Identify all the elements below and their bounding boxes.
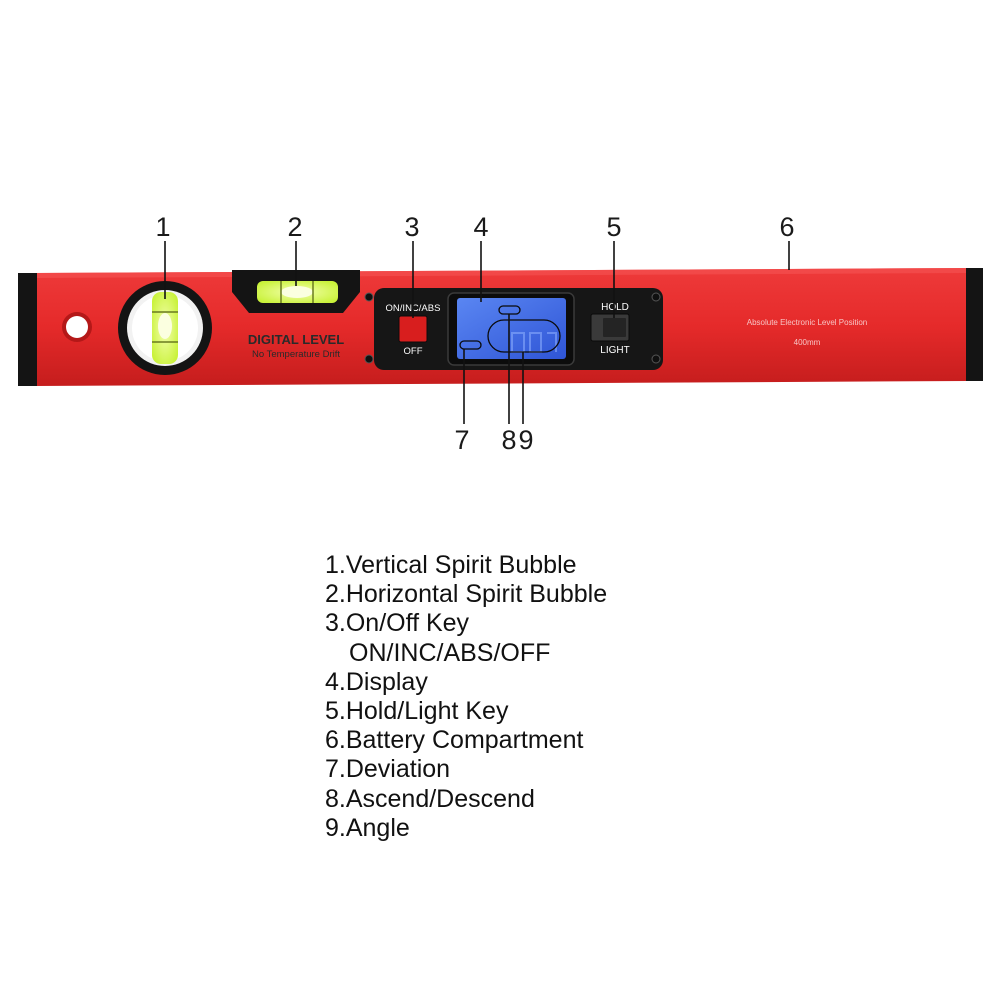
power-key-bottom-label: OFF [404, 346, 423, 357]
display-angle-indicator [487, 319, 561, 353]
right-end-cap [966, 268, 983, 381]
callout-numbers: 1 2 3 4 5 6 7 8 9 [155, 212, 794, 455]
callout-lines [164, 241, 790, 424]
lcd-display [447, 292, 575, 366]
level-side-text: Absolute Electronic Level Position [747, 318, 868, 327]
brand-sublabel: No Temperature Drift [252, 349, 340, 360]
callout-2: 2 [287, 212, 302, 242]
hold-key-inner [603, 318, 626, 337]
brand-label: DIGITAL LEVEL [248, 332, 344, 347]
legend-item-7: 7.Deviation [325, 755, 451, 784]
vertical-spirit-bubble [118, 281, 212, 375]
level-length-text: 400mm [794, 338, 821, 347]
display-deviation-indicator [459, 340, 482, 350]
legend-item-1: 1.Vertical Spirit Bubble [325, 551, 577, 579]
hold-key-bottom-label: LIGHT [600, 345, 629, 356]
legend-item-9: 9.Angle [325, 813, 410, 842]
callout-4: 4 [473, 212, 488, 242]
legend-item-4: 4.Display [325, 667, 428, 696]
callout-7: 7 [454, 425, 469, 455]
power-key-button[interactable] [398, 315, 428, 343]
hold-key-top-label: HOLD [601, 302, 629, 313]
callout-9: 9 [518, 425, 533, 455]
legend-item-6: 6.Battery Compartment [325, 726, 584, 755]
legend-item-3-detail: ON/INC/ABS/OFF [349, 638, 551, 667]
parts-legend: 1.Vertical Spirit Bubble 2.Horizontal Sp… [325, 551, 607, 843]
callout-5: 5 [606, 212, 621, 242]
legend-item-3: 3.On/Off Key [325, 609, 470, 638]
callout-6: 6 [779, 212, 794, 242]
hanging-hole [62, 312, 92, 342]
callout-1: 1 [155, 212, 170, 242]
legend-item-2: 2.Horizontal Spirit Bubble [325, 580, 608, 609]
horizontal-spirit-bubble [232, 270, 360, 313]
legend-item-5: 5.Hold/Light Key [325, 697, 509, 726]
legend-item-8: 8.Ascend/Descend [325, 784, 535, 813]
callout-8: 8 [501, 425, 516, 455]
left-end-cap [18, 273, 37, 386]
callout-3: 3 [404, 212, 419, 242]
